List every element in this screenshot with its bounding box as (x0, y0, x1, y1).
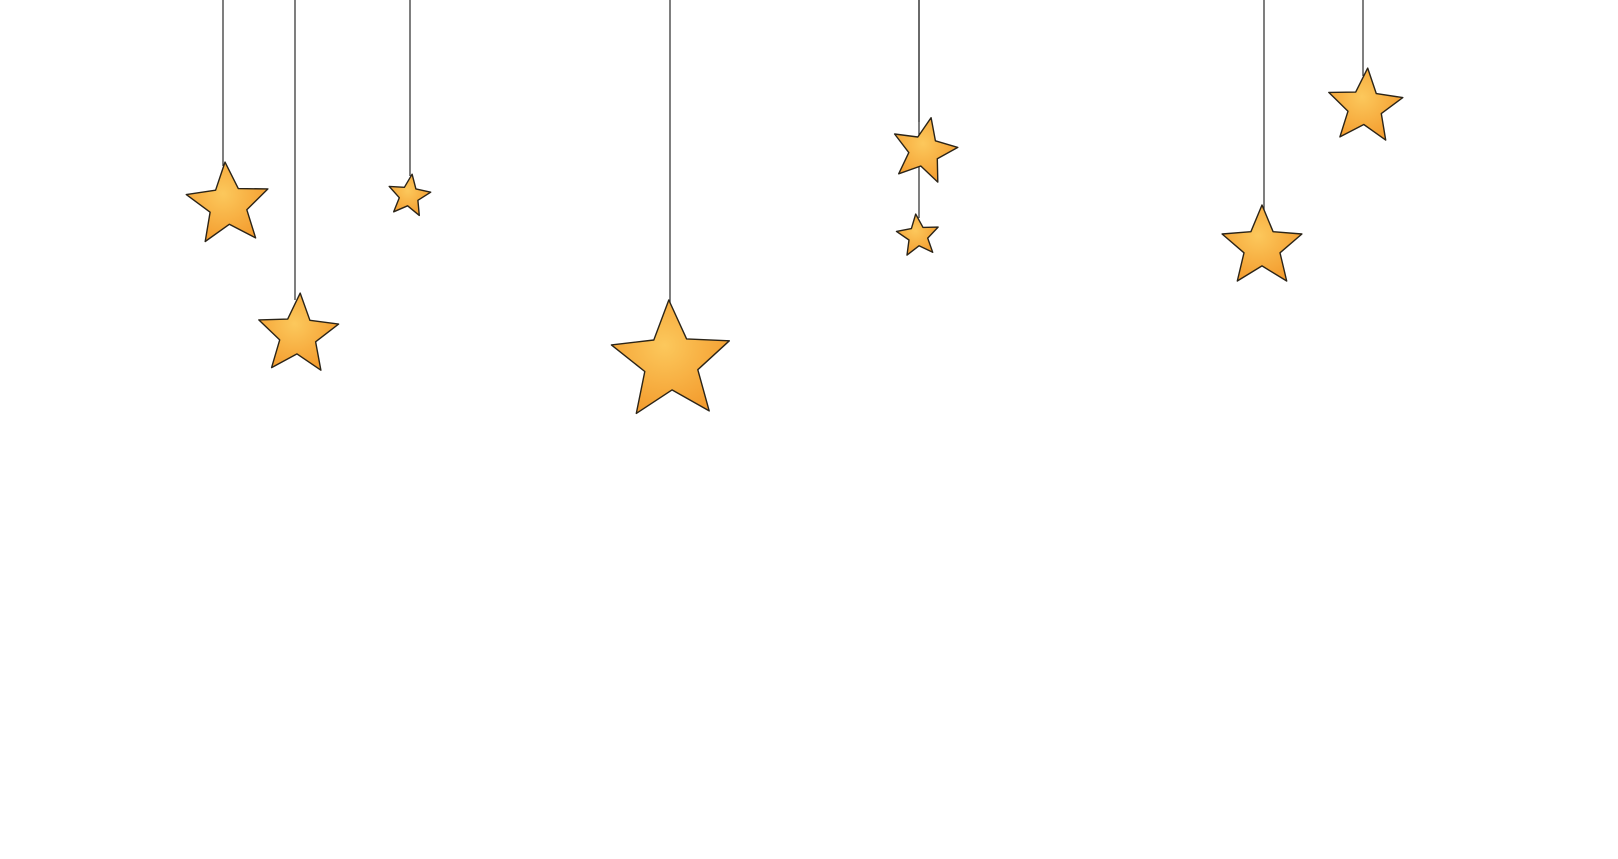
star-icon (893, 116, 959, 183)
star-icon (388, 173, 432, 217)
star-icon (258, 292, 340, 371)
star-icon (610, 299, 730, 415)
star-icon (1328, 67, 1404, 141)
star-icon (895, 213, 939, 256)
star-icon (185, 161, 269, 243)
stars-group (185, 67, 1404, 415)
strings-group (222, 0, 1364, 306)
star-icon (1221, 204, 1303, 282)
